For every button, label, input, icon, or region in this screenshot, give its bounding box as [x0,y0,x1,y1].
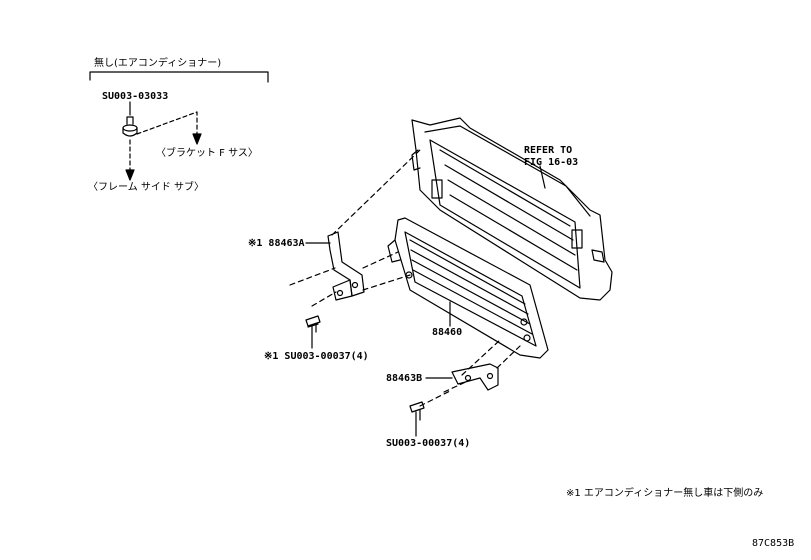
bracket-arrow [136,111,202,145]
figure-code: 87C853B [752,538,795,549]
refer-fig-label: FIG 16-03 [524,157,579,168]
condenser-icon [387,217,549,359]
refer-to-label: REFER TO [524,145,573,156]
condenser-part-number: 88460 [432,327,463,338]
bolt-upper-part-number: ※1 SU003-00037(4) [264,351,369,362]
bracket-f-sus-label: 〈ブラケット F サス〉 [156,148,258,159]
bolt-lower-icon [409,401,425,423]
variant-bracket-line [89,71,269,83]
variant-header: 無し(エアコンディショナー) [94,58,222,69]
footnote: ※1 エアコンディショナー無し車は下側のみ [566,488,764,499]
bracket-b-icon [451,363,499,391]
bolt-lower-part-number: SU003-00037(4) [386,438,471,449]
bracket-b-part-number: 88463B [386,373,423,384]
clip-arrow-down [125,139,135,181]
bracket-a-part-number: ※1 88463A [248,238,305,249]
bracket-icon [327,231,365,301]
clip-icon [122,116,138,137]
clip-part-number: SU003-03033 [102,91,169,102]
radiator-icon [411,117,613,301]
refer-leader-line [539,165,546,189]
bolt-icon [305,315,321,335]
frame-side-sub-label: 〈フレーム サイド サブ〉 [88,182,205,193]
